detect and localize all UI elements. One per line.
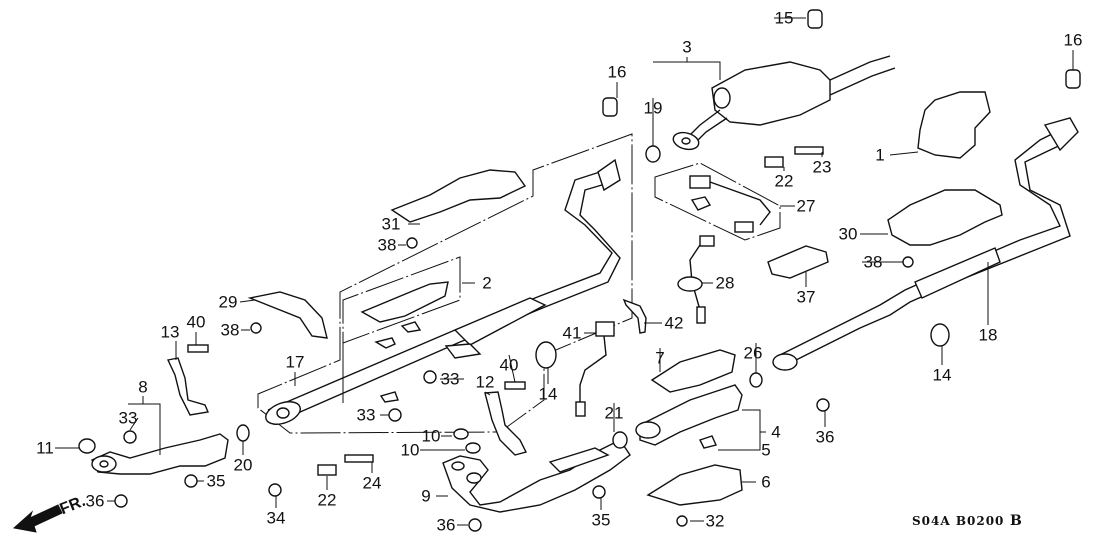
center-pipe-shape [265,158,621,425]
callout-oxygen-sensor[interactable]: 28 [715,273,735,293]
front-arrow-icon [12,504,63,533]
callout-bolt[interactable]: 24 [362,473,382,493]
callout-heat-shield[interactable]: 31 [381,214,401,234]
callout-tail-pipe[interactable]: 18 [978,325,998,345]
heat-shield-31-shape [390,169,527,223]
hanger-14a-shape [535,341,557,369]
callout-sensor-wire-set[interactable]: 27 [796,196,816,216]
hanger-15-shape [807,9,823,29]
callout-gasket[interactable]: 19 [643,98,663,118]
hanger-14b-shape [930,323,950,347]
callout-spring[interactable]: 22 [317,490,337,510]
shield-1-shape [917,91,991,159]
callout-oxygen-sensor-front[interactable]: 41 [562,323,582,343]
callout-nut[interactable]: 33 [356,405,376,425]
converter-4-shape [635,384,743,449]
shield-7-shape [650,349,736,393]
callout-hanger-rubber[interactable]: 14 [932,365,952,385]
callout-stud-bolt[interactable]: 40 [186,312,206,332]
manifold-pipe-9-shape [442,439,631,513]
callout-hanger-rubber[interactable]: 14 [538,384,558,404]
cover-37-shape [767,245,829,279]
callout-hanger-rubber[interactable]: 15 [774,8,794,28]
callout-stud-bolt[interactable]: 40 [499,355,519,375]
callout-bolt[interactable]: 38 [863,252,883,272]
callout-center-pipe[interactable]: 17 [285,352,305,372]
callout-catalytic-converter-assembly[interactable]: 4 [771,422,781,442]
callout-nut[interactable]: 35 [591,510,611,530]
wire-set-27-shape [689,175,771,233]
callout-heat-shield-set[interactable]: 2 [482,273,492,293]
callout-hanger-rubber[interactable]: 16 [607,62,627,82]
hanger-16b-shape [1065,69,1081,89]
tail-pipe-18-shape [772,117,1079,371]
shield-6-shape [646,464,743,506]
heat-shield-29-shape [247,291,328,339]
callout-converter-bolt[interactable]: 5 [761,440,771,460]
hanger-16a-shape [602,97,618,117]
callout-sensor-bracket[interactable]: 42 [664,313,684,333]
group-box-27 [654,162,781,241]
callout-bolt[interactable]: 38 [377,235,397,255]
leader-lines [55,17,1074,526]
sensor-41-shape [575,321,615,417]
callout-nut[interactable]: 35 [206,471,226,491]
bracket-42-shape [622,298,647,334]
callout-gasket[interactable]: 26 [743,343,763,363]
callout-muffler-assembly[interactable]: 3 [682,37,692,57]
callout-converter-upper-shield[interactable]: 7 [655,348,665,368]
callout-washer[interactable]: 10 [421,426,441,446]
callout-gasket[interactable]: 21 [604,403,624,423]
callout-nut[interactable]: 36 [436,515,456,535]
callout-hanger-rubber[interactable]: 16 [1063,30,1083,50]
callout-gasket[interactable]: 20 [233,455,253,475]
oxygen-sensor-28-shape [677,235,715,324]
callout-heat-shield-converter[interactable]: 30 [838,224,858,244]
callout-heat-shield-upper[interactable]: 1 [875,145,885,165]
callout-nut[interactable]: 33 [440,369,460,389]
drawing-code: S04A B0200 [912,514,1005,528]
callout-nut[interactable]: 36 [85,491,105,511]
callout-spring[interactable]: 22 [774,171,794,191]
callout-exhaust-bracket-b[interactable]: 12 [475,372,495,392]
callout-converter-lower-shield[interactable]: 6 [761,472,771,492]
muffler-3-shape [672,55,896,151]
callout-heat-shield[interactable]: 29 [218,292,238,312]
callout-bolt[interactable]: 38 [220,320,240,340]
heat-shield-set-shape [360,281,482,403]
callout-gasket[interactable]: 11 [36,438,54,458]
callout-bolt[interactable]: 32 [705,511,725,531]
revision-mark: B [1010,513,1023,529]
callout-front-exhaust-pipe-a[interactable]: 8 [138,377,148,397]
callout-exhaust-bracket-a[interactable]: 13 [160,322,180,342]
small-hardware [78,145,914,532]
callout-nut[interactable]: 33 [118,408,138,428]
bracket-12-shape [484,391,528,456]
callout-nut[interactable]: 34 [266,508,286,528]
callout-sensor-cover[interactable]: 37 [796,287,816,307]
callout-nut[interactable]: 36 [815,427,835,447]
group-box-2 [342,256,461,403]
shield-30-shape [887,189,1003,246]
bracket-13-shape [166,357,209,416]
callout-exhaust-manifold-flange[interactable]: 9 [421,486,431,506]
callout-washer[interactable]: 10 [400,440,420,460]
callout-bolt[interactable]: 23 [812,157,832,177]
